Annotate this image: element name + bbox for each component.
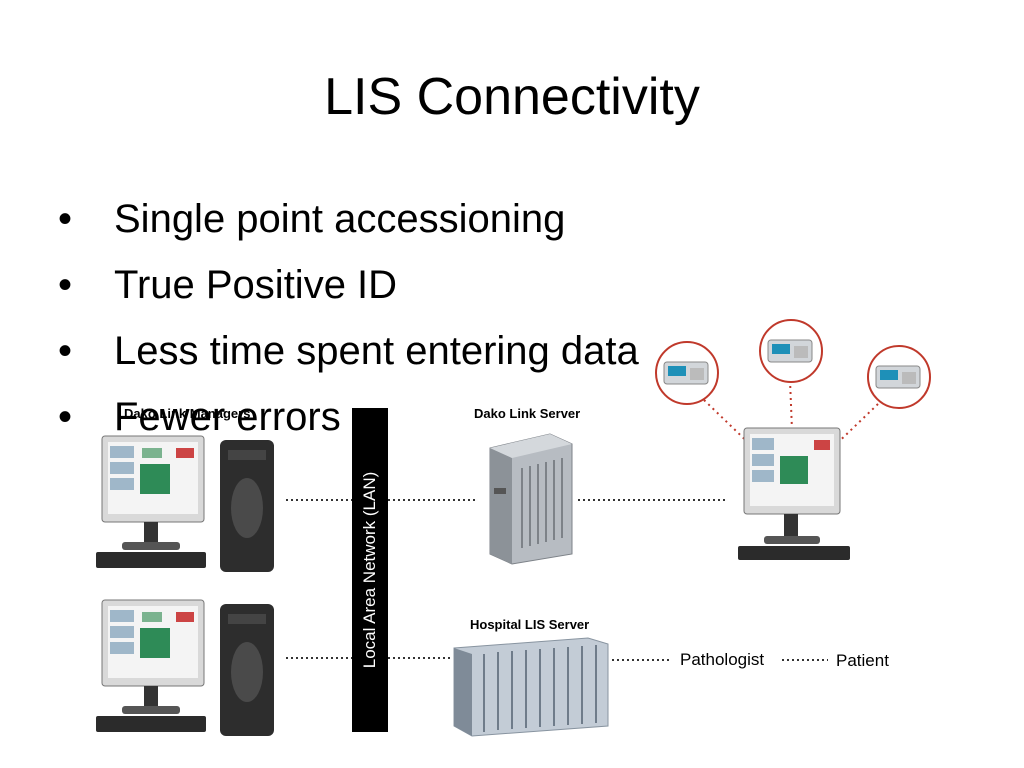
lis-server-label: Hospital LIS Server [470,617,590,632]
link-server-label: Dako Link Server [474,406,581,421]
lan-label: Local Area Network (LAN) [360,471,379,669]
workstation-icon [96,599,274,736]
bullet-text: True Positive ID [114,263,398,307]
printer-icon [867,345,931,409]
bullet-list: •Single point accessioning •True Positiv… [58,186,639,450]
link-managers-label: Dako Link Managers [124,406,251,421]
bullet-text: Less time spent entering data [114,329,639,373]
bullet-item: •Single point accessioning [58,197,566,241]
printer-icon [655,341,719,405]
slide-title: LIS Connectivity [324,68,700,126]
patient-label: Patient [836,651,889,670]
remote-workstation-icon [738,427,850,560]
lis-server-icon [453,637,609,737]
printer2-link [789,379,793,431]
bullet-text: Fewer errors [114,395,341,439]
link-server-icon [489,433,573,565]
printer1-link [703,399,761,455]
pathologist-label: Pathologist [680,650,765,669]
workstation-icon [96,435,274,572]
printer-icon [759,319,823,383]
bullet-item: •Fewer errors [58,395,341,439]
lan-bar [352,408,388,732]
bullet-text: Single point accessioning [114,197,566,241]
bullet-item: •True Positive ID [58,263,398,307]
bullet-item: •Less time spent entering data [58,329,639,373]
